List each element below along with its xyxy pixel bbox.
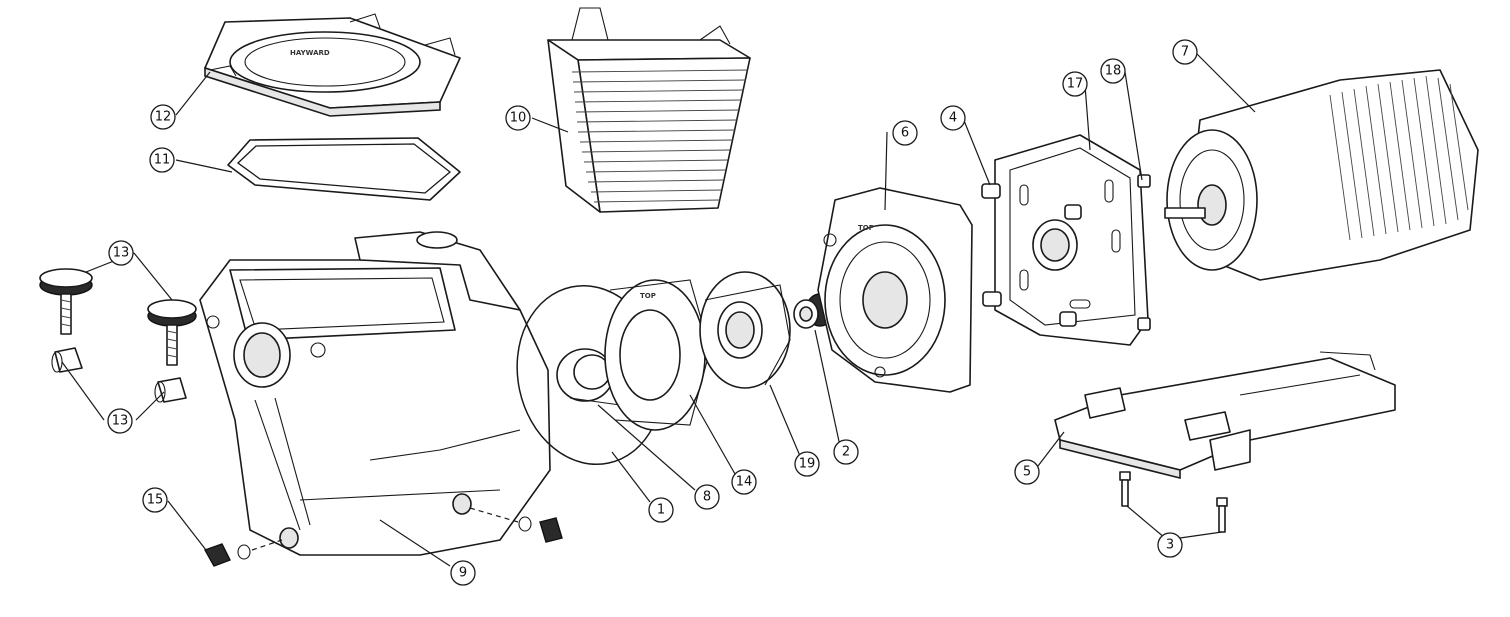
lid-o-ring: [227, 137, 461, 201]
callout-18: 18: [1100, 58, 1126, 84]
diffuser: TOP: [604, 279, 711, 431]
callout-2: 2: [833, 439, 859, 465]
svg-text:3: 3: [1166, 538, 1174, 553]
basket-mesh: [571, 69, 749, 203]
callout-3: 3: [1157, 532, 1183, 558]
callout-11: 11: [149, 147, 175, 173]
callout-13-bottom: 13: [107, 408, 133, 434]
svg-text:2: 2: [842, 445, 850, 460]
motor-adapter: [994, 134, 1149, 346]
svg-text:17: 17: [1067, 77, 1084, 92]
svg-text:13: 13: [113, 246, 130, 261]
callout-1: 1: [648, 497, 674, 523]
callout-15: 15: [142, 487, 168, 513]
drain-plug-left: [203, 543, 251, 567]
motor-fins: [1329, 75, 1469, 241]
base-screws: [1119, 471, 1228, 533]
pump-housing: [199, 231, 551, 556]
adapter-bolts: [981, 174, 1151, 331]
callout-6: 6: [892, 120, 918, 146]
knob-nut-left: [51, 347, 83, 373]
svg-text:10: 10: [510, 111, 527, 126]
callout-12: 12: [150, 104, 176, 130]
svg-text:9: 9: [459, 566, 467, 581]
callout-7: 7: [1172, 39, 1198, 65]
callout-17: 17: [1062, 71, 1088, 97]
diffuser-top-stamp: TOP: [640, 292, 656, 300]
svg-text:19: 19: [799, 457, 816, 472]
lid-knob-right: [147, 299, 197, 366]
motor-base: [1054, 351, 1396, 480]
callout-13-top: 13: [108, 240, 134, 266]
callout-9: 9: [450, 560, 476, 586]
svg-text:11: 11: [154, 153, 171, 168]
diffuser-inlet: [556, 348, 621, 406]
seal-plate: TOP: [817, 187, 973, 393]
svg-text:18: 18: [1105, 64, 1122, 79]
svg-text:14: 14: [736, 475, 753, 490]
impeller: [699, 271, 791, 389]
svg-text:7: 7: [1181, 45, 1189, 60]
svg-text:6: 6: [901, 126, 909, 141]
callout-4: 4: [940, 105, 966, 131]
leader-lines: [61, 51, 1256, 567]
strainer-basket: [547, 7, 751, 213]
lid-knob-left: [39, 268, 93, 335]
svg-text:13: 13: [112, 414, 129, 429]
svg-text:HAYWARD: HAYWARD: [290, 49, 330, 57]
svg-text:5: 5: [1023, 465, 1031, 480]
svg-text:12: 12: [155, 110, 172, 125]
svg-text:4: 4: [949, 111, 957, 126]
motor: [1164, 69, 1479, 281]
callout-14: 14: [731, 469, 757, 495]
callout-8: 8: [694, 484, 720, 510]
drain-plug-right: [518, 516, 563, 543]
knob-nut-right: [154, 377, 187, 403]
callout-10: 10: [505, 105, 531, 131]
callout-19: 19: [794, 451, 820, 477]
svg-text:1: 1: [657, 503, 665, 518]
svg-text:8: 8: [703, 490, 711, 505]
svg-text:15: 15: [147, 493, 164, 508]
callout-5: 5: [1014, 459, 1040, 485]
strainer-cover: HAYWARD: [204, 13, 461, 117]
seal-plate-top-stamp: TOP: [858, 224, 874, 232]
